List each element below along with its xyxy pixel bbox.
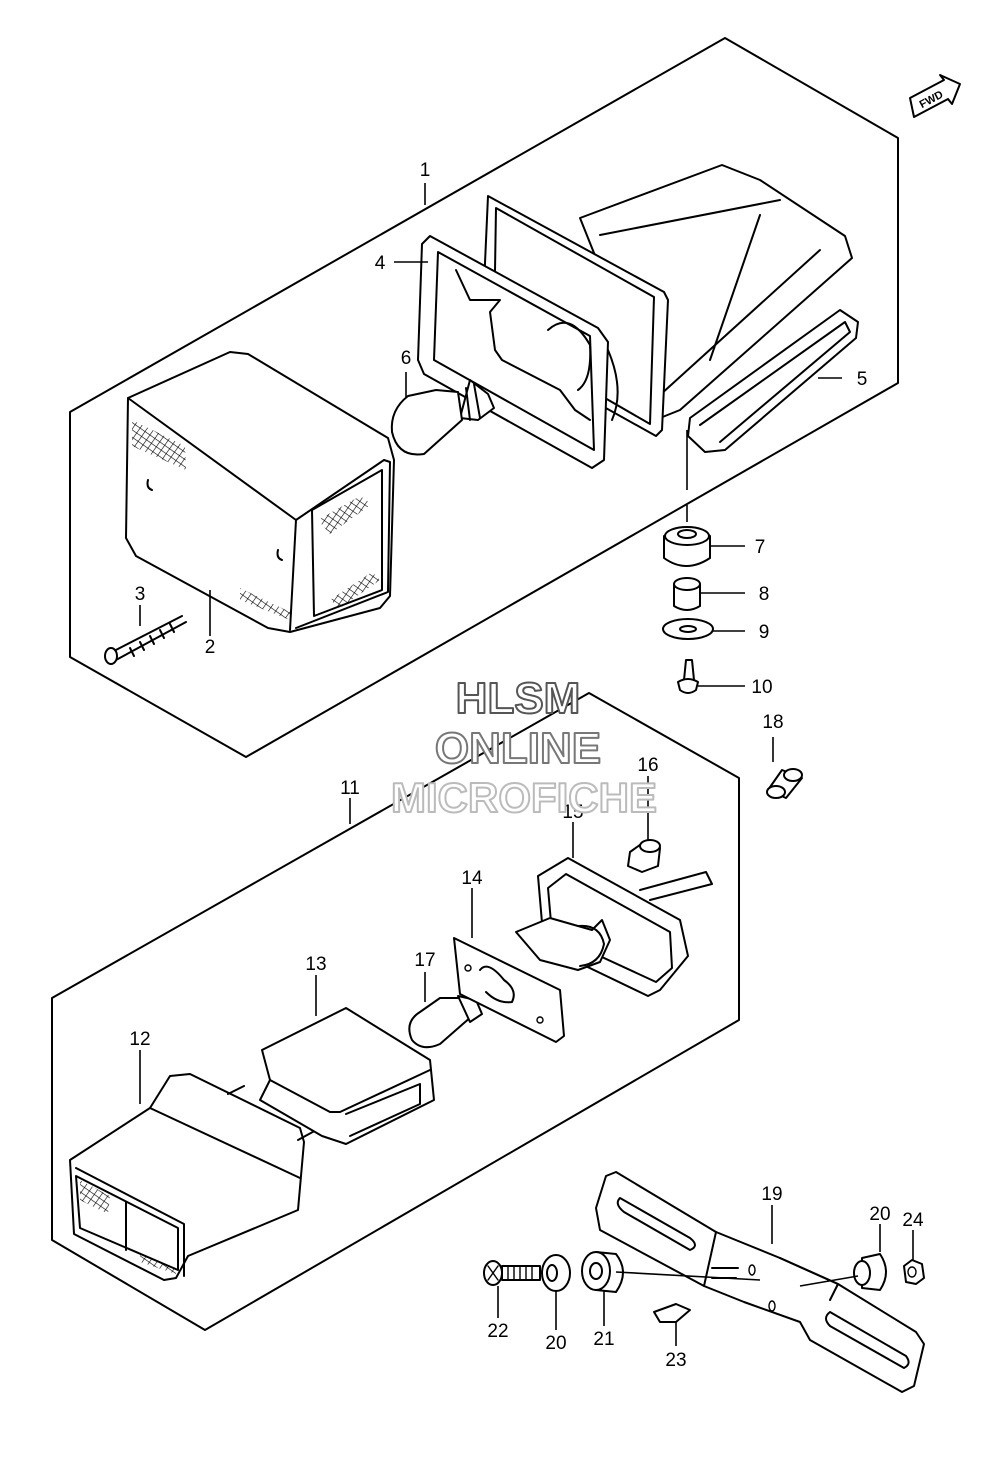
screw-part-10	[677, 659, 699, 694]
label-part-15: 15	[562, 802, 583, 823]
label-part-14: 14	[461, 868, 483, 889]
label-part-3: 3	[135, 584, 146, 605]
lens-part-12	[69, 1073, 321, 1281]
label-part-13: 13	[305, 954, 326, 975]
washer-part-20-right	[853, 1253, 887, 1291]
bulb-part-6	[390, 379, 495, 456]
label-part-10: 10	[751, 677, 772, 698]
gasket-part-4	[417, 235, 619, 469]
cushion-part-7	[663, 526, 711, 567]
label-part-21: 21	[593, 1329, 614, 1350]
watermark-line-3: MICROFICHE	[391, 774, 657, 821]
label-part-6: 6	[401, 348, 412, 369]
washer-part-20-left	[541, 1254, 571, 1292]
label-part-1: 1	[420, 160, 431, 181]
label-part-11: 11	[340, 778, 360, 799]
watermark-line-1: HLSM	[456, 674, 581, 723]
label-part-5: 5	[857, 369, 868, 390]
nut-part-24	[903, 1259, 925, 1285]
part-labels: 1 2 3 4 5 6 7 8 9 10 11 12 13 14 15 16 1…	[129, 160, 924, 1371]
label-part-17: 17	[414, 950, 435, 971]
washer-part-9	[662, 618, 714, 640]
reflector-part-13	[259, 1007, 435, 1145]
bracket-part-19	[595, 1171, 925, 1393]
label-part-18: 18	[762, 712, 783, 733]
watermark-line-2: ONLINE	[435, 724, 601, 773]
label-part-20-left: 20	[545, 1333, 566, 1354]
bolt-part-22	[483, 1260, 541, 1286]
label-part-20-right: 20	[869, 1204, 890, 1225]
assembly-box-lower	[51, 692, 740, 1331]
screw-part-3	[104, 615, 187, 665]
label-part-4: 4	[375, 253, 386, 274]
clip-part-23	[653, 1303, 691, 1323]
label-part-19: 19	[761, 1184, 782, 1205]
label-part-9: 9	[759, 622, 770, 643]
label-part-22: 22	[487, 1321, 508, 1342]
socket-part-15	[515, 857, 713, 997]
label-part-12: 12	[129, 1029, 150, 1050]
bulb-part-17	[408, 995, 483, 1049]
label-part-24: 24	[902, 1210, 924, 1231]
collar-part-8	[673, 577, 701, 611]
label-part-8: 8	[759, 584, 770, 605]
fwd-arrow-icon: FWD	[909, 74, 961, 118]
assembly-box-upper	[69, 37, 899, 758]
grommet-part-16	[627, 839, 661, 873]
gasket-part-14	[453, 937, 565, 1043]
collar-part-18	[766, 768, 803, 799]
bushing-part-21	[581, 1251, 624, 1293]
label-part-2: 2	[205, 637, 216, 658]
label-part-23: 23	[665, 1350, 686, 1371]
label-part-16: 16	[637, 755, 658, 776]
label-part-7: 7	[755, 537, 766, 558]
lens-part-2	[125, 351, 395, 633]
watermark: HLSM ONLINE MICROFICHE	[390, 673, 658, 822]
leader-lines	[139, 183, 914, 1346]
